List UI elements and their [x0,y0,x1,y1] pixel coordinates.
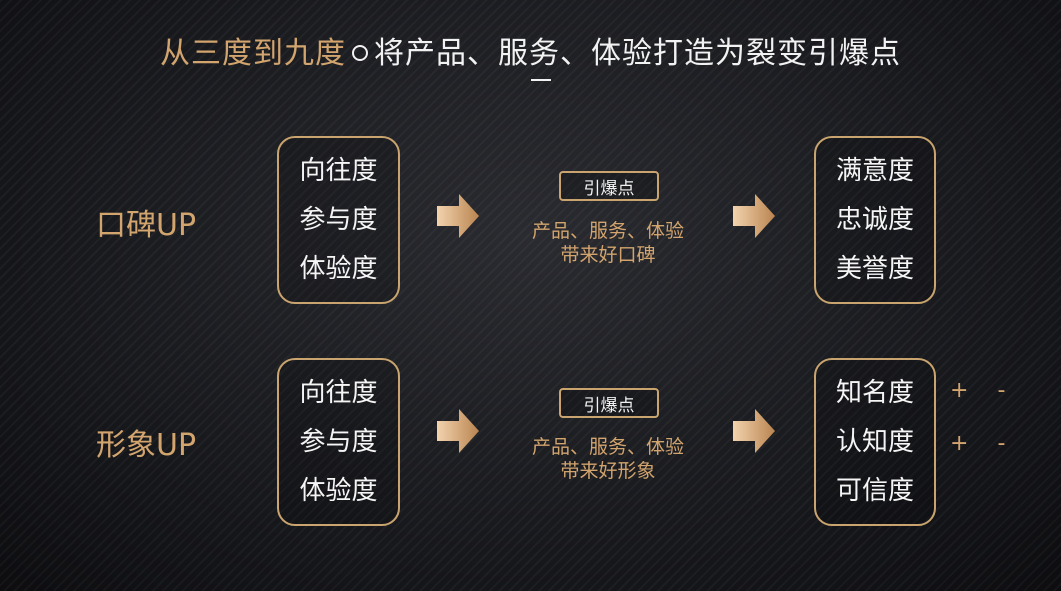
title-separator-dot [352,44,368,61]
right-arrow-icon [733,194,775,238]
left-box-row1: 向往度 参与度 体验度 [277,136,400,304]
right-item: 满意度 [835,155,914,186]
minus-mark: - [997,431,1006,456]
plus-mark: + [950,378,969,403]
minus-mark: - [997,378,1006,403]
right-item: 可信度 [835,475,914,506]
left-item: 参与度 [299,204,378,235]
desc-line2-row2: 带来好形象 [560,460,656,482]
left-item: 向往度 [299,155,378,186]
left-item: 体验度 [299,253,378,284]
right-box-row2: 知名度 认知度 可信度 [814,358,936,526]
right-item: 知名度 [835,377,914,408]
plus-mark: + [950,431,969,456]
desc-line1-row1: 产品、服务、体验 [531,220,684,242]
right-arrow-icon [733,409,775,453]
right-item: 美誉度 [835,253,914,284]
right-item: 认知度 [835,426,914,457]
left-item: 体验度 [299,475,378,506]
right-box-row1: 满意度 忠诚度 美誉度 [814,136,936,304]
left-item: 向往度 [299,377,378,408]
side-marks-recognition: + - [950,431,1005,456]
side-marks-awareness: + - [950,378,1005,403]
desc-line2-row1: 带来好口碑 [560,244,656,266]
right-arrow-icon [437,194,479,238]
desc-line1-row2: 产品、服务、体验 [531,436,684,458]
title-underline [531,79,551,81]
tag-trigger-point-row2: 引爆点 [559,388,659,418]
left-item: 参与度 [299,426,378,457]
right-item: 忠诚度 [835,204,914,235]
page-title: 从三度到九度将产品、服务、体验打造为裂变引爆点 [0,28,1061,72]
row-label-image: 形象UP [96,428,197,463]
title-white-part: 将产品、服务、体验打造为裂变引爆点 [374,36,901,71]
tag-trigger-point-row1: 引爆点 [559,171,659,201]
title-gold-part: 从三度到九度 [160,36,346,71]
right-arrow-icon [437,409,479,453]
left-box-row2: 向往度 参与度 体验度 [277,358,400,526]
row-label-word-of-mouth: 口碑UP [96,208,197,243]
